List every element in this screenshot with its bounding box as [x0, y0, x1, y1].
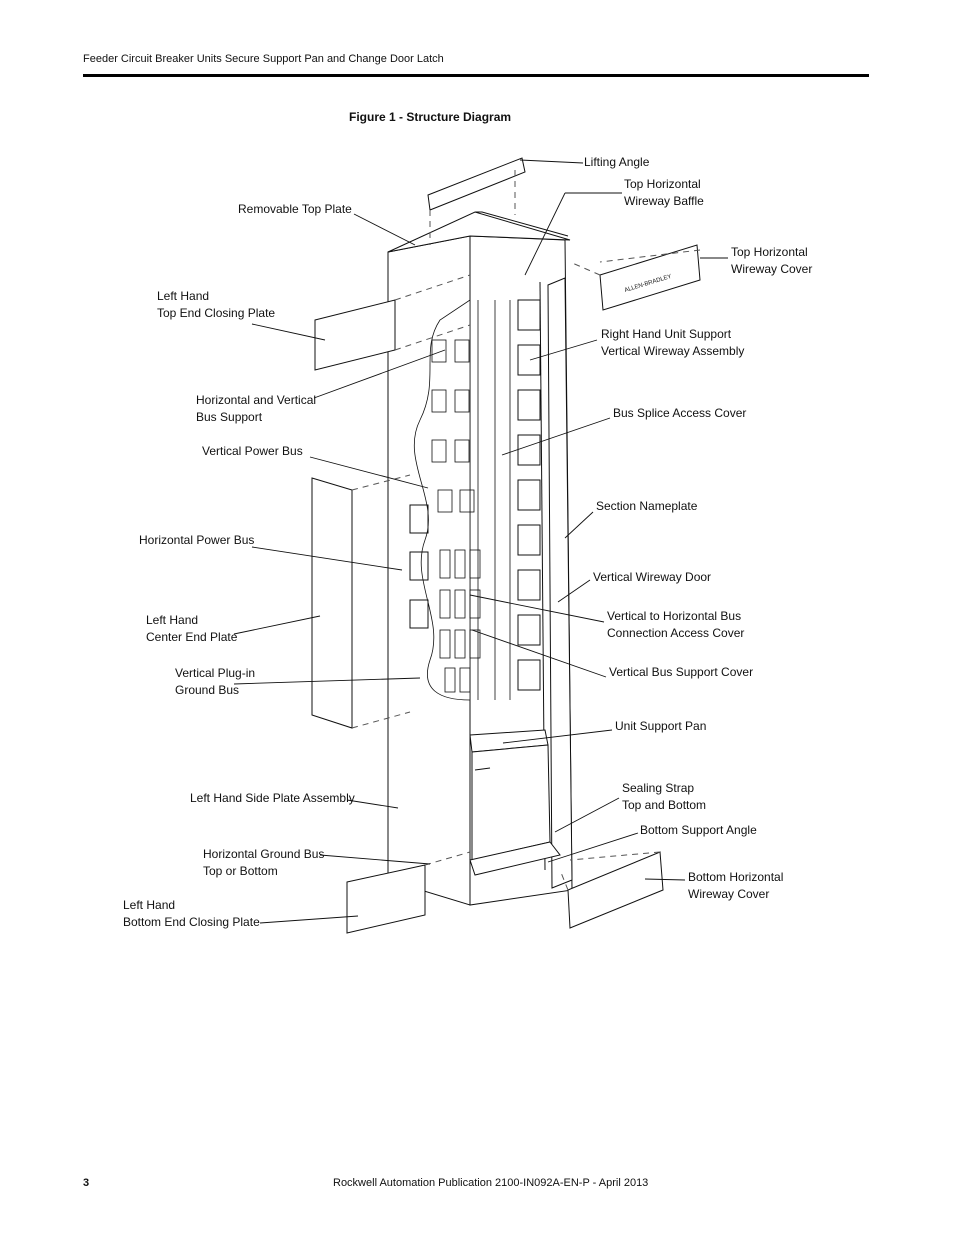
label-right-hand-unit-support: Right Hand Unit Support Vertical Wireway… — [601, 327, 745, 358]
label-vertical-plugin-ground-bus: Vertical Plug-in Ground Bus — [175, 666, 256, 697]
label-vertical-to-horizontal-bus: Vertical to Horizontal Bus Connection Ac… — [607, 609, 745, 640]
label-left-hand-side-plate-assembly: Left Hand Side Plate Assembly — [190, 791, 355, 805]
label-horizontal-ground-bus: Horizontal Ground Bus Top or Bottom — [203, 847, 325, 878]
bottom-support-angle — [469, 841, 561, 876]
lifting-angle — [427, 157, 526, 211]
label-vertical-bus-support-cover: Vertical Bus Support Cover — [609, 665, 754, 679]
top-plate — [387, 211, 571, 253]
label-section-nameplate: Section Nameplate — [596, 499, 698, 513]
label-horizontal-vertical-bus-support: Horizontal and Vertical Bus Support — [196, 393, 317, 424]
label-left-hand-top-end-closing-plate: Left Hand Top End Closing Plate — [157, 289, 276, 320]
label-horizontal-power-bus: Horizontal Power Bus — [139, 533, 255, 547]
label-bus-splice-access-cover: Bus Splice Access Cover — [613, 406, 747, 420]
footer-publication: Rockwell Automation Publication 2100-IN0… — [333, 1177, 649, 1189]
label-bottom-horizontal-wireway-cover: Bottom Horizontal Wireway Cover — [688, 870, 784, 901]
vertical-wireway — [547, 277, 573, 889]
left-center-end-plate — [311, 477, 353, 729]
label-top-horizontal-wireway-cover: Top Horizontal Wireway Cover — [731, 245, 813, 276]
wireway-cutouts — [517, 299, 541, 691]
label-vertical-wireway-door: Vertical Wireway Door — [593, 570, 712, 584]
projection-lines — [351, 170, 701, 891]
left-bottom-end-closing-plate — [346, 864, 426, 934]
bottom-wireway-cover — [567, 851, 664, 929]
top-wireway-cover — [599, 244, 701, 311]
label-left-hand-center-end-plate: Left Hand Center End Plate — [146, 613, 238, 644]
label-lifting-angle: Lifting Angle — [584, 155, 650, 169]
header-rule — [83, 74, 869, 77]
label-unit-support-pan: Unit Support Pan — [615, 719, 707, 733]
label-removable-top-plate: Removable Top Plate — [238, 202, 352, 216]
figure-title: Figure 1 - Structure Diagram — [349, 110, 512, 124]
label-vertical-power-bus: Vertical Power Bus — [202, 444, 303, 458]
label-top-horizontal-wireway-baffle: Top Horizontal Wireway Baffle — [624, 177, 704, 208]
label-sealing-strap: Sealing Strap Top and Bottom — [622, 781, 707, 812]
header-title: Feeder Circuit Breaker Units Secure Supp… — [83, 53, 444, 65]
left-top-end-closing-plate — [314, 299, 396, 371]
page-number: 3 — [83, 1177, 90, 1189]
label-left-hand-bottom-end-closing-plate: Left Hand Bottom End Closing Plate — [123, 898, 260, 929]
leader-lines — [233, 159, 728, 924]
lower-compartment — [471, 744, 551, 861]
label-bottom-support-angle: Bottom Support Angle — [640, 823, 757, 837]
horizontal-power-bus-plates — [409, 504, 429, 629]
